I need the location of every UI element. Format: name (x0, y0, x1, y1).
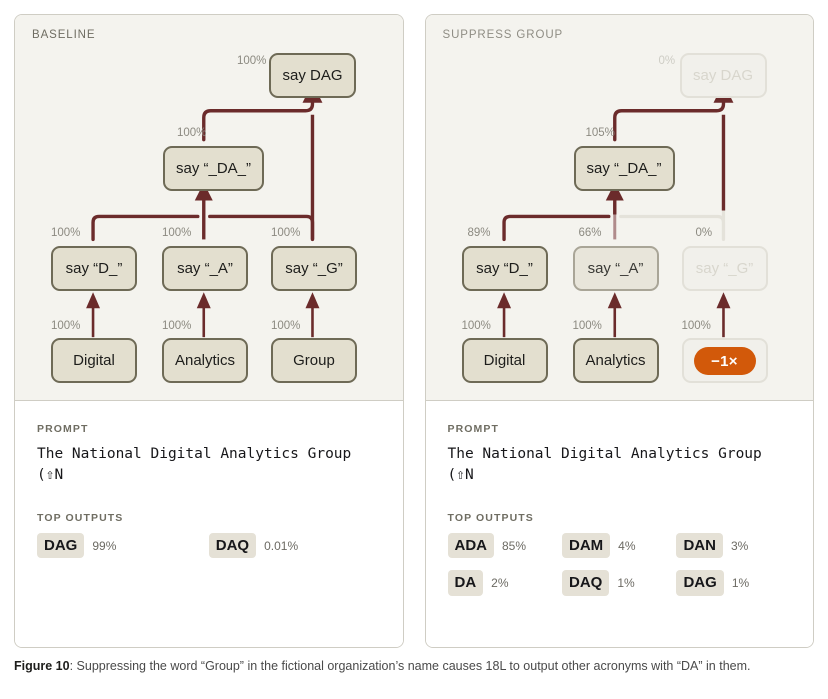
node-token-analytics[interactable]: Analytics (572, 338, 659, 383)
output-item: DAN 3% (676, 533, 790, 559)
node-token-digital[interactable]: Digital (51, 338, 137, 383)
info-suppress: PROMPT The National Digital Analytics Gr… (425, 401, 813, 647)
top-outputs-label: TOP OUTPUTS (37, 512, 124, 525)
output-token: DAG (676, 570, 724, 596)
node-say-g[interactable]: say “_G” (271, 246, 357, 291)
figure-caption-label: Figure 10 (14, 659, 70, 673)
node-pct-say-d: 100% (51, 227, 81, 239)
attribution-graph-baseline: BASELINE (15, 15, 403, 401)
node-token-group[interactable]: Group (271, 338, 357, 383)
node-say-da[interactable]: say “_DA_” (573, 146, 675, 191)
node-pct-say-g: 100% (271, 227, 301, 239)
panel-baseline: BASELINE (14, 14, 404, 648)
node-label: Analytics (174, 352, 236, 369)
output-item: DA 2% (447, 570, 562, 596)
node-label: say “_G” (695, 260, 754, 277)
node-say-dag[interactable]: say DAG (679, 53, 767, 98)
output-pct: 2% (491, 575, 509, 590)
info-baseline: PROMPT The National Digital Analytics Gr… (15, 401, 403, 647)
node-label: say “_A” (177, 260, 233, 277)
output-pct: 1% (617, 575, 635, 590)
prompt-text: The National Digital Analytics Group (⇧N (447, 446, 771, 484)
prompt-label: PROMPT (447, 423, 500, 435)
node-label: say “_DA_” (586, 160, 662, 177)
panel-row: BASELINE (14, 14, 814, 648)
node-say-d[interactable]: say “D_” (461, 246, 548, 291)
node-label: Group (293, 352, 335, 369)
output-pct: 85% (502, 538, 527, 553)
output-item: ADA 85% (447, 533, 562, 559)
node-token-analytics[interactable]: Analytics (162, 338, 248, 383)
attribution-graph-suppress: SUPPRESS GROUP (425, 15, 813, 401)
panel-suppress-group: SUPPRESS GROUP (424, 14, 814, 648)
node-label: Digital (483, 352, 526, 369)
output-token: DAN (676, 533, 723, 559)
output-pct: 0.01% (264, 538, 299, 553)
output-item: DAG 99% (37, 533, 209, 559)
node-pct-say-d: 89% (467, 227, 491, 239)
top-outputs-label: TOP OUTPUTS (447, 512, 534, 525)
prompt-text: The National Digital Analytics Group (⇧N (37, 446, 361, 484)
node-say-da[interactable]: say “_DA_” (163, 146, 264, 191)
node-pct-say-g: 0% (695, 227, 713, 239)
output-token: DAQ (208, 533, 257, 559)
suppression-pill[interactable]: −1× (693, 347, 756, 375)
output-token: DAG (37, 533, 85, 559)
node-pct-say-a: 100% (162, 227, 192, 239)
node-pct-token-analytics: 100% (572, 320, 602, 332)
node-pct-token-digital: 100% (51, 320, 81, 332)
output-token: DAM (561, 533, 611, 559)
figure-caption: Figure 10: Suppressing the word “Group” … (14, 658, 814, 676)
node-label: say “_DA_” (175, 160, 252, 177)
node-label: say DAG (692, 67, 753, 84)
output-token: ADA (447, 533, 494, 559)
top-outputs-list-suppress: ADA 85% DAM 4% DAN 3% DA 2% (447, 533, 792, 596)
node-label: Analytics (585, 352, 646, 369)
node-pct-say-da: 100% (177, 127, 207, 139)
output-pct: 1% (731, 575, 750, 590)
node-say-g[interactable]: say “_G” (681, 246, 768, 291)
output-item: DAM 4% (561, 533, 676, 559)
output-pct: 99% (92, 538, 117, 553)
node-pct-token-group-suppressed: 100% (681, 320, 711, 332)
output-pct: 4% (618, 538, 636, 553)
node-pct-say-dag: 100% (237, 55, 267, 67)
node-pct-say-dag: 0% (658, 55, 676, 67)
node-pct-say-da: 105% (585, 127, 615, 139)
panel-title-baseline: BASELINE (32, 29, 96, 41)
node-pct-token-group: 100% (271, 320, 301, 332)
node-label: say “D_” (65, 260, 123, 277)
node-say-dag[interactable]: say DAG (269, 53, 356, 98)
output-pct: 3% (730, 538, 749, 553)
node-say-d[interactable]: say “D_” (51, 246, 137, 291)
node-label: say DAG (282, 67, 343, 84)
node-label: say “_A” (587, 260, 644, 277)
node-label: say “_G” (285, 260, 343, 277)
output-item: DAQ 1% (561, 570, 676, 596)
output-token: DA (447, 570, 484, 596)
output-token: DAQ (561, 570, 610, 596)
output-item: DAG 1% (676, 570, 790, 596)
figure-caption-text: : Suppressing the word “Group” in the fi… (69, 659, 751, 673)
output-item: DAQ 0.01% (208, 533, 381, 559)
node-pct-token-analytics: 100% (162, 320, 192, 332)
prompt-label: PROMPT (37, 423, 89, 435)
node-label: say “D_” (476, 260, 533, 277)
top-outputs-list-baseline: DAG 99% DAQ 0.01% (37, 533, 381, 559)
node-pct-say-a: 66% (578, 227, 602, 239)
node-label: Digital (73, 352, 115, 369)
node-token-digital[interactable]: Digital (461, 338, 548, 383)
node-pct-token-digital: 100% (461, 320, 491, 332)
node-say-a[interactable]: say “_A” (162, 246, 248, 291)
node-say-a[interactable]: say “_A” (572, 246, 659, 291)
panel-title-suppress: SUPPRESS GROUP (442, 29, 564, 41)
